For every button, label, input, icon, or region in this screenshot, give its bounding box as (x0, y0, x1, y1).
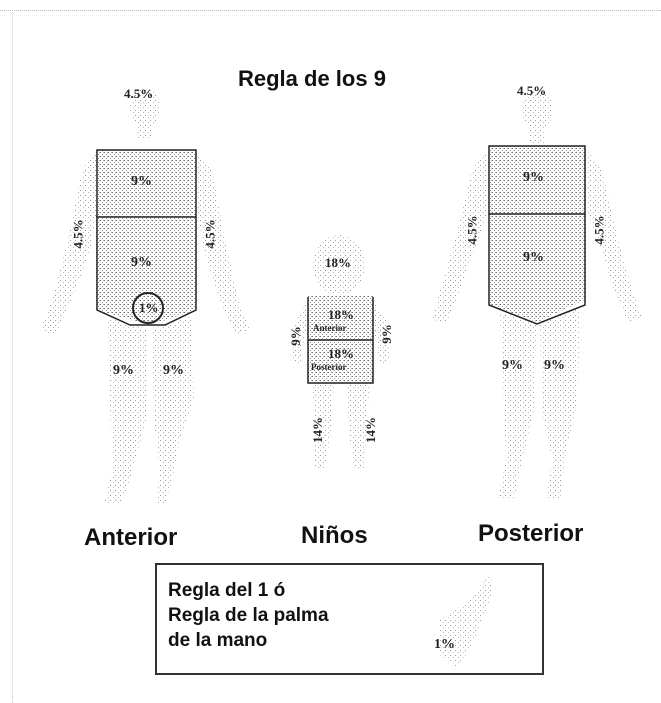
posterior-region-lines (488, 145, 586, 325)
palm-rule-line2: Regla de la palma (168, 605, 329, 626)
children-trunk-anterior-pct: 18% (328, 307, 354, 322)
children-region-lines (307, 297, 374, 384)
palm-rule-line1: Regla del 1 ó (168, 580, 286, 601)
children-trunk-posterior-label: Posterior (311, 362, 347, 372)
palm-rule-box (155, 563, 544, 675)
posterior-caption: Posterior (478, 520, 584, 547)
posterior-left-leg-pct: 9% (502, 358, 523, 373)
anterior-right-leg-pct: 9% (163, 363, 184, 378)
anterior-left-arm-pct: 4.5% (70, 219, 86, 249)
posterior-right-arm-pct: 4.5% (591, 215, 607, 245)
anterior-genitals-pct: 1% (139, 300, 159, 315)
palm-rule-pct: 1% (434, 637, 455, 652)
children-caption: Niños (301, 522, 368, 549)
children-right-leg-pct: 14% (363, 417, 378, 443)
children-figure (290, 235, 390, 470)
anterior-right-arm-pct: 4.5% (202, 219, 218, 249)
posterior-figure (432, 90, 642, 500)
posterior-upper-back-pct: 9% (523, 170, 544, 185)
anterior-chest-pct: 9% (131, 174, 152, 189)
anterior-head-pct: 4.5% (124, 86, 154, 101)
children-trunk-posterior-pct: 18% (328, 346, 354, 361)
posterior-right-leg-pct: 9% (544, 358, 565, 373)
anterior-region-lines (96, 149, 197, 326)
anterior-left-leg-pct: 9% (113, 363, 134, 378)
posterior-lower-back-pct: 9% (523, 250, 544, 265)
scan-border-top (0, 10, 661, 11)
children-head-pct: 18% (325, 255, 351, 270)
anterior-caption: Anterior (84, 524, 178, 551)
palm-rule-line3: de la mano (168, 630, 268, 651)
children-left-leg-pct: 14% (310, 417, 325, 443)
anterior-abdomen-pct: 9% (131, 255, 152, 270)
palm-hand-sketch (440, 575, 494, 668)
diagram-title: Regla de los 9 (238, 66, 386, 91)
posterior-left-arm-pct: 4.5% (464, 215, 480, 245)
posterior-head-pct: 4.5% (517, 83, 547, 98)
children-right-arm-pct: 9% (378, 324, 394, 344)
children-left-arm-pct: 9% (287, 326, 303, 346)
scan-border-left (12, 10, 13, 703)
children-trunk-anterior-label: Anterior (313, 323, 347, 333)
anterior-figure (40, 89, 250, 505)
